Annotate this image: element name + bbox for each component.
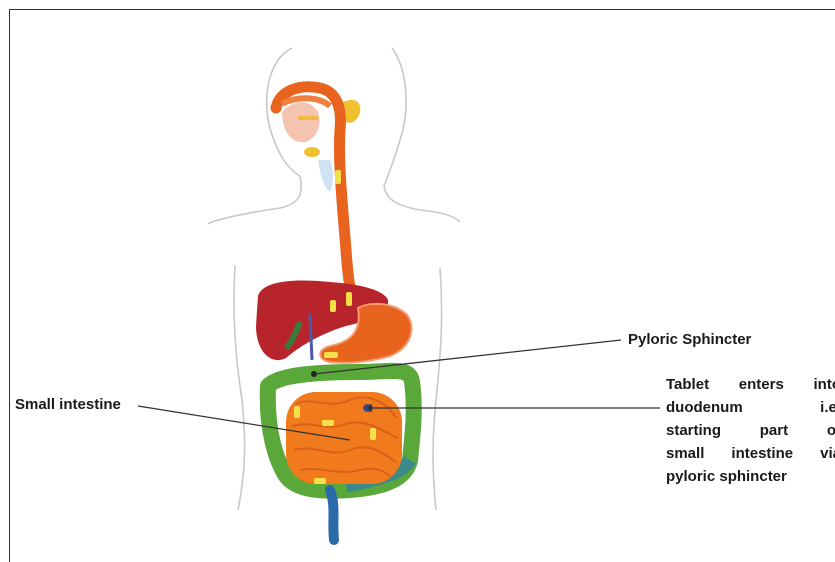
pyloric-sphincter-label: Pyloric Sphincter (628, 331, 751, 348)
note-line: duodenum i.e. (666, 396, 835, 419)
note-line: starting part of (666, 419, 835, 442)
small-intestine (286, 392, 402, 484)
note-line: Tablet enters into (666, 373, 835, 396)
mouth-region (282, 100, 360, 192)
note-line: small intestine via (666, 442, 835, 465)
tablet-note: Tablet enters into duodenum i.e. startin… (666, 373, 835, 488)
note-line: pyloric sphincter (666, 465, 835, 488)
small-intestine-label: Small intestine (15, 396, 121, 413)
